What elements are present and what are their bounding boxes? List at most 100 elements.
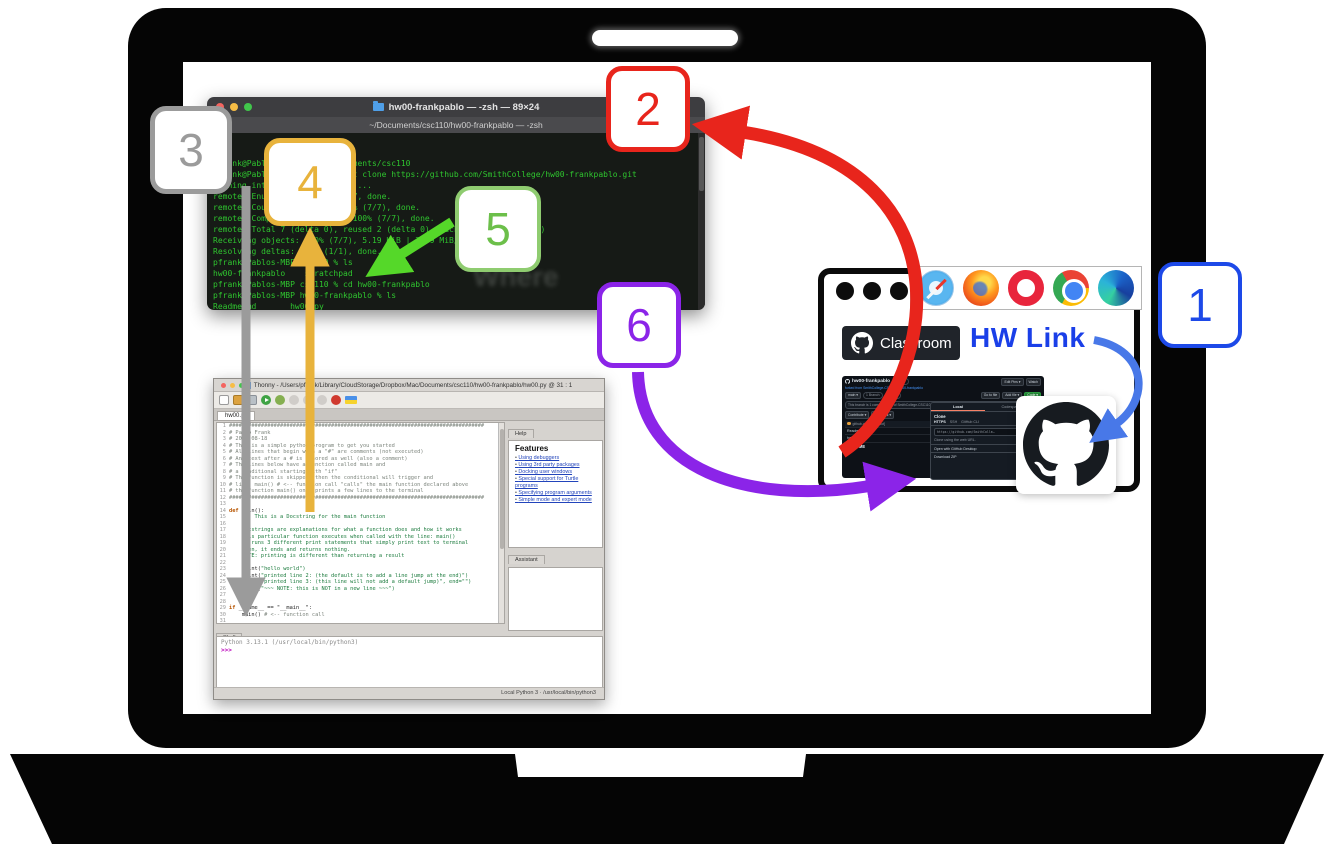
code-line: 24 print("printed line 2: (the default i…: [219, 572, 469, 579]
code-line: 27: [219, 592, 226, 598]
github-mark-icon: [851, 332, 873, 354]
terminal-path-bar: ~/Documents/csc110/hw00-frankpablo — -zs…: [207, 117, 705, 133]
close-button[interactable]: [221, 383, 226, 388]
shell-panel[interactable]: Python 3.13.1 (/usr/local/bin/python3) >…: [216, 636, 603, 688]
help-link[interactable]: Using 3rd party packages: [515, 462, 600, 469]
background-slide-word: Where: [473, 261, 559, 292]
clone-tab-local[interactable]: Local: [931, 403, 985, 411]
code-line: 17 Docstrings are explanations for what …: [219, 527, 462, 533]
new-file-icon[interactable]: [219, 395, 229, 405]
zoom-button[interactable]: [239, 383, 244, 388]
window-dot[interactable]: [890, 282, 908, 300]
thonny-traffic-lights: [221, 383, 244, 388]
code-line: 1#######################################…: [222, 423, 485, 429]
step-label-4: 4: [264, 138, 356, 226]
window-dot[interactable]: [836, 282, 854, 300]
edge-icon: [1098, 270, 1135, 306]
code-line: 23 print("hello world"): [219, 566, 306, 572]
step-over-icon[interactable]: [289, 395, 299, 405]
repo-name[interactable]: hw00-frankpablo: [852, 379, 891, 385]
safari-icon: [917, 270, 954, 306]
help-link[interactable]: Specifying program arguments: [515, 490, 600, 497]
debug-icon[interactable]: [275, 395, 285, 405]
watch-button[interactable]: Watch: [1025, 378, 1041, 386]
thonny-title: Thonny - /Users/pfrank/Library/CloudStor…: [245, 381, 573, 389]
folder-icon: [372, 101, 384, 111]
tags-count[interactable]: 0 Tags: [884, 391, 901, 399]
github-octocat-icon: [1023, 402, 1109, 486]
go-to-file-button[interactable]: Go to file: [980, 391, 1001, 399]
ukraine-flag-icon: [345, 396, 357, 404]
help-link[interactable]: Simple mode and expert mode: [515, 497, 600, 504]
shell-prompt: >>>: [221, 647, 232, 654]
classroom-label: Classroom: [880, 334, 952, 352]
step-label-5: 5: [455, 186, 541, 272]
hw-link[interactable]: HW Link: [970, 322, 1086, 353]
terminal-line: pfrank@Pablos-MBP hw00-frankpablo % ls: [213, 291, 397, 300]
help-link[interactable]: Special support for Turtle programs: [515, 476, 600, 490]
browser-traffic-dots: [836, 282, 908, 300]
contribute-button[interactable]: Contribute ▾: [845, 411, 870, 419]
edit-pins-button[interactable]: Edit Pins ▾: [1001, 378, 1024, 386]
sync-fork-button[interactable]: Sync fork ▾: [871, 411, 895, 419]
thonny-titlebar: Thonny - /Users/pfrank/Library/CloudStor…: [214, 379, 604, 392]
editor-scrollbar[interactable]: [498, 423, 504, 623]
clone-tab-codespaces[interactable]: Codespaces: [1001, 404, 1023, 409]
clone-hint: Clone using the web URL.: [931, 438, 1039, 445]
terminal-title-text: hw00-frankpablo — -zsh — 89×24: [388, 101, 540, 113]
terminal-scrollbar[interactable]: [698, 133, 705, 310]
assistant-panel: [508, 567, 603, 631]
step-out-icon[interactable]: [317, 395, 327, 405]
step-label-6: 6: [597, 282, 681, 368]
tab-assistant[interactable]: Assistant: [508, 555, 545, 564]
step-label-1: 1: [1158, 262, 1242, 348]
browser-window: Classroom HW Link hw00-frankpablo Privat…: [818, 266, 1142, 494]
tab-help[interactable]: Help: [508, 429, 534, 438]
clone-cli-tab[interactable]: GitHub CLI: [961, 420, 979, 424]
terminal-path-text: ~/Documents/csc110/hw00-frankpablo — -zs…: [369, 120, 543, 130]
code-line: 18 This particular function executes whe…: [219, 533, 456, 540]
step-label-2: 2: [606, 66, 690, 152]
open-file-icon[interactable]: [233, 395, 243, 405]
thonny-title-text: Thonny - /Users/pfrank/Library/CloudStor…: [253, 381, 573, 389]
terminal-title: hw00-frankpablo — -zsh — 89×24: [372, 101, 540, 113]
window-dot[interactable]: [863, 282, 881, 300]
code-line: 6# Any text after a # is ignored as well…: [222, 455, 408, 462]
stop-icon[interactable]: [331, 395, 341, 405]
browser-icons-strip: [910, 266, 1142, 310]
repo-visibility-badge: Private: [892, 378, 909, 386]
clone-title: Clone: [934, 414, 946, 419]
step-label-3: 3: [150, 106, 232, 194]
github-repo-screenshot: hw00-frankpablo Private Edit Pins ▾ Watc…: [842, 376, 1044, 480]
minimize-button[interactable]: [230, 103, 238, 111]
chrome-icon: [1053, 270, 1090, 306]
run-icon[interactable]: [261, 395, 271, 405]
open-desktop-option[interactable]: Open with GitHub Desktop: [931, 445, 1039, 453]
github-classroom-badge: Classroom: [842, 326, 960, 360]
avatar: [847, 421, 851, 426]
clone-https-tab[interactable]: HTTPS: [934, 420, 946, 424]
download-zip-option[interactable]: Download ZIP: [934, 454, 957, 459]
help-link[interactable]: Using debuggers: [515, 455, 600, 462]
tab-hw00-py[interactable]: hw00.py: [217, 411, 256, 420]
code-editor[interactable]: 1#######################################…: [216, 422, 505, 624]
thonny-toolbar: [214, 392, 604, 409]
help-link[interactable]: Docking user windows: [515, 469, 600, 476]
python-version-line: Python 3.13.1 (/usr/local/bin/python3): [221, 639, 359, 646]
zoom-button[interactable]: [244, 103, 252, 111]
branch-selector[interactable]: main ▾: [845, 391, 861, 399]
committer-name[interactable]: github-classroom[bot]: [852, 421, 885, 426]
laptop-base: [10, 754, 1324, 844]
add-file-button[interactable]: Add file ▾: [1002, 391, 1023, 399]
clone-ssh-tab[interactable]: SSH: [949, 420, 958, 424]
save-icon[interactable]: [247, 395, 257, 405]
branches-count[interactable]: 1 Branch: [863, 391, 883, 399]
code-line: 13: [219, 501, 226, 507]
minimize-button[interactable]: [230, 383, 235, 388]
step-into-icon[interactable]: [303, 395, 313, 405]
help-heading: Features: [515, 444, 549, 453]
code-line: 16: [219, 520, 226, 527]
firefox-icon: [962, 270, 999, 306]
code-line: 31: [219, 618, 226, 624]
